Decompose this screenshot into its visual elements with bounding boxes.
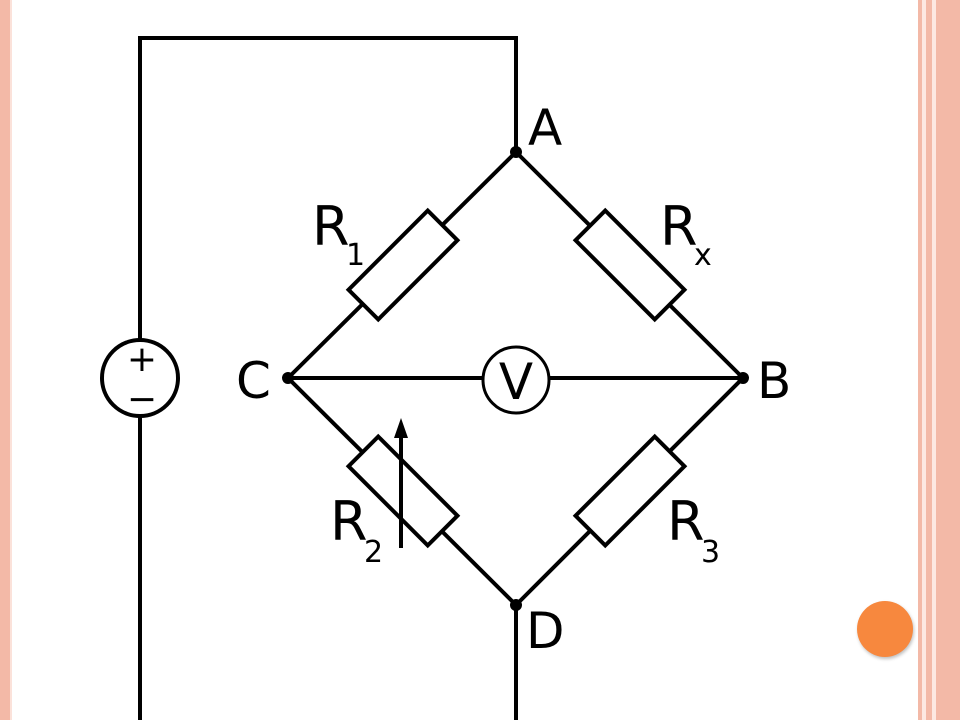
label-rx: R x — [660, 195, 712, 273]
slide-right-stripe — [932, 0, 936, 720]
slide-left-border-highlight — [10, 0, 12, 720]
voltmeter: V — [481, 345, 551, 415]
source-plus-sign: + — [127, 339, 157, 380]
node-label-b: B — [757, 352, 791, 410]
resistor-r1 — [345, 207, 461, 323]
slide-right-stripe — [936, 0, 960, 720]
label-r2-main: R — [330, 490, 368, 553]
node-label-d: D — [526, 602, 565, 660]
label-r1: R 1 — [312, 195, 365, 273]
slide-left-border — [0, 0, 10, 720]
label-r1-main: R — [312, 195, 350, 258]
source-minus-sign: − — [127, 379, 157, 420]
variable-arrow-icon — [394, 418, 408, 548]
voltmeter-symbol: V — [499, 353, 533, 411]
slide-right-stripe — [922, 0, 926, 720]
node-label-c: C — [236, 352, 271, 410]
slide-right-stripe — [926, 0, 932, 720]
voltage-source: + − — [100, 338, 180, 420]
junction-d — [510, 599, 522, 611]
label-r3-main: R — [667, 490, 705, 553]
label-r3: R 3 — [667, 490, 720, 570]
node-label-a: A — [528, 99, 562, 157]
label-r2: R 2 — [330, 490, 383, 570]
label-rx-sub: x — [694, 238, 712, 273]
label-r1-sub: 1 — [346, 238, 365, 273]
label-r2-sub: 2 — [364, 535, 383, 570]
junction-b — [737, 372, 749, 384]
junction-c — [282, 372, 294, 384]
label-rx-main: R — [660, 195, 698, 258]
slide-right-stripe — [918, 0, 922, 720]
label-r3-sub: 3 — [701, 535, 720, 570]
resistor-rx — [572, 207, 688, 323]
slide-accent-dot — [857, 601, 913, 657]
resistor-r3 — [572, 433, 688, 549]
junction-a — [510, 146, 522, 158]
